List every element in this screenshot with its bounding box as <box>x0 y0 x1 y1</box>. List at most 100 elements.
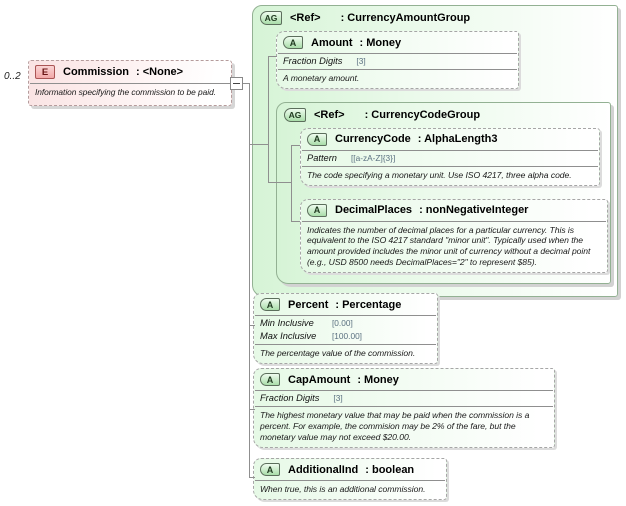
group-title: <Ref> : CurrencyCodeGroup <box>314 109 480 121</box>
attr-box-currency-code[interactable]: A CurrencyCode : AlphaLength3 Pattern [[a… <box>300 127 600 186</box>
connector-line <box>291 221 300 222</box>
annotation: The code specifying a monetary unit. Use… <box>307 169 572 180</box>
connector-line <box>249 144 269 145</box>
attr-title: Percent : Percentage <box>288 299 401 311</box>
attr-title: Amount : Money <box>311 37 401 49</box>
attr-header: A CurrencyCode : AlphaLength3 <box>301 129 599 149</box>
divider <box>278 69 517 70</box>
attr-header: A DecimalPlaces : nonNegativeInteger <box>301 200 607 220</box>
connector-line <box>249 325 255 326</box>
attr-header: A Percent : Percentage <box>254 294 437 314</box>
facet-row: Fraction Digits [3] <box>254 392 554 405</box>
attr-type: : boolean <box>365 463 415 476</box>
facet-row: Pattern [[a-zA-Z]{3}] <box>301 152 599 165</box>
annotation: The highest monetary value that may be p… <box>260 410 530 442</box>
attr-name: Amount <box>311 36 353 49</box>
group-type: : CurrencyAmountGroup <box>340 12 471 24</box>
attr-type: : Money <box>357 373 399 386</box>
divider <box>255 480 445 481</box>
attribute-icon: A <box>260 373 280 386</box>
facet-value: [3] <box>333 393 343 403</box>
facet-label: Min Inclusive <box>260 318 314 328</box>
attr-name: CapAmount <box>288 373 351 386</box>
facet-value: [0.00] <box>332 318 353 328</box>
facet-value: [[a-zA-Z]{3}] <box>350 152 396 163</box>
facet-row: Max Inclusive [100.00] <box>254 330 437 343</box>
attr-name: CurrencyCode <box>335 133 411 146</box>
attr-title: CurrencyCode : AlphaLength3 <box>335 133 497 145</box>
group-box-currency-amount-group[interactable]: AG <Ref> : CurrencyAmountGroup A Amount : … <box>252 5 618 297</box>
connector-line <box>291 145 300 146</box>
facet-label: Max Inclusive <box>260 331 317 341</box>
attr-box-amount[interactable]: A Amount : Money Fraction Digits [3] A mo… <box>276 31 519 89</box>
annotation: A monetary amount. <box>283 73 360 83</box>
attribute-group-icon: AG <box>260 11 282 25</box>
divider <box>30 83 230 84</box>
group-name: <Ref> <box>314 108 345 121</box>
facet-label: Pattern <box>307 152 337 163</box>
element-name: Commission <box>63 66 130 78</box>
group-type: : CurrencyCodeGroup <box>364 108 481 121</box>
divider <box>255 390 553 391</box>
attribute-icon: A <box>260 298 280 311</box>
attr-title: AdditionalInd : boolean <box>288 464 414 476</box>
connector-line <box>268 56 269 183</box>
group-name: <Ref> <box>290 12 321 24</box>
divider <box>255 315 436 316</box>
attr-type: : Percentage <box>335 298 402 311</box>
attr-type: : nonNegativeInteger <box>419 204 529 217</box>
attr-box-percent[interactable]: A Percent : Percentage Min Inclusive [0.0… <box>253 293 438 364</box>
element-box-commission[interactable]: E Commission : <None> Information specify… <box>28 60 232 106</box>
annotation: When true, this is an additional commiss… <box>260 484 426 494</box>
group-header: AG <Ref> : CurrencyAmountGroup <box>253 6 617 29</box>
element-title: Commission : <None> <box>63 66 183 78</box>
attr-name: Percent <box>288 298 329 311</box>
connector-line <box>268 56 277 57</box>
group-header: AG <Ref> : CurrencyCodeGroup <box>277 103 610 126</box>
attr-type: : AlphaLength3 <box>417 133 498 146</box>
facet-value: [100.00] <box>332 331 362 341</box>
annotation: The percentage value of the commission. <box>260 348 416 358</box>
divider <box>302 149 598 151</box>
divider <box>255 344 436 345</box>
attr-header: A CapAmount : Money <box>254 369 554 389</box>
attr-name: AdditionalInd <box>288 463 359 476</box>
element-type: : <None> <box>136 66 184 78</box>
attribute-icon: A <box>307 132 327 146</box>
attribute-icon: A <box>260 463 280 476</box>
divider <box>278 53 517 54</box>
minus-icon <box>233 83 240 84</box>
divider <box>302 165 598 167</box>
attr-header: A Amount : Money <box>277 32 518 52</box>
connector-line <box>268 182 292 183</box>
cardinality-label: 0..2 <box>4 71 21 82</box>
collapse-handle[interactable] <box>230 77 243 90</box>
connector-line <box>249 409 255 410</box>
element-header: E Commission : <None> <box>29 61 231 82</box>
connector-line <box>243 83 250 84</box>
attr-header: A AdditionalInd : boolean <box>254 459 446 479</box>
facet-row: Fraction Digits [3] <box>277 55 518 68</box>
attribute-icon: A <box>307 203 327 217</box>
attribute-icon: A <box>283 36 303 49</box>
attr-box-cap-amount[interactable]: A CapAmount : Money Fraction Digits [3] T… <box>253 368 555 448</box>
divider <box>255 406 553 407</box>
attr-box-decimal-places[interactable]: A DecimalPlaces : nonNegativeInteger Indi… <box>300 198 608 273</box>
connector-line <box>249 83 250 478</box>
element-icon: E <box>35 65 55 79</box>
attribute-group-icon: AG <box>284 107 306 122</box>
annotation: Information specifying the commission to… <box>35 87 216 97</box>
group-box-currency-code-group[interactable]: AG <Ref> : CurrencyCodeGroup A CurrencyCo… <box>276 101 611 284</box>
divider <box>302 220 606 222</box>
facet-label: Fraction Digits <box>260 393 320 403</box>
attr-box-additional-ind[interactable]: A AdditionalInd : boolean When true, this… <box>253 458 447 500</box>
attr-name: DecimalPlaces <box>335 204 413 217</box>
connector-line <box>291 145 292 222</box>
annotation: Indicates the number of decimal places f… <box>307 224 591 267</box>
attr-title: DecimalPlaces : nonNegativeInteger <box>335 204 528 216</box>
connector-line <box>249 477 255 478</box>
attr-title: CapAmount : Money <box>288 374 399 386</box>
facet-value: [3] <box>356 56 366 66</box>
attr-type: : Money <box>359 36 402 49</box>
